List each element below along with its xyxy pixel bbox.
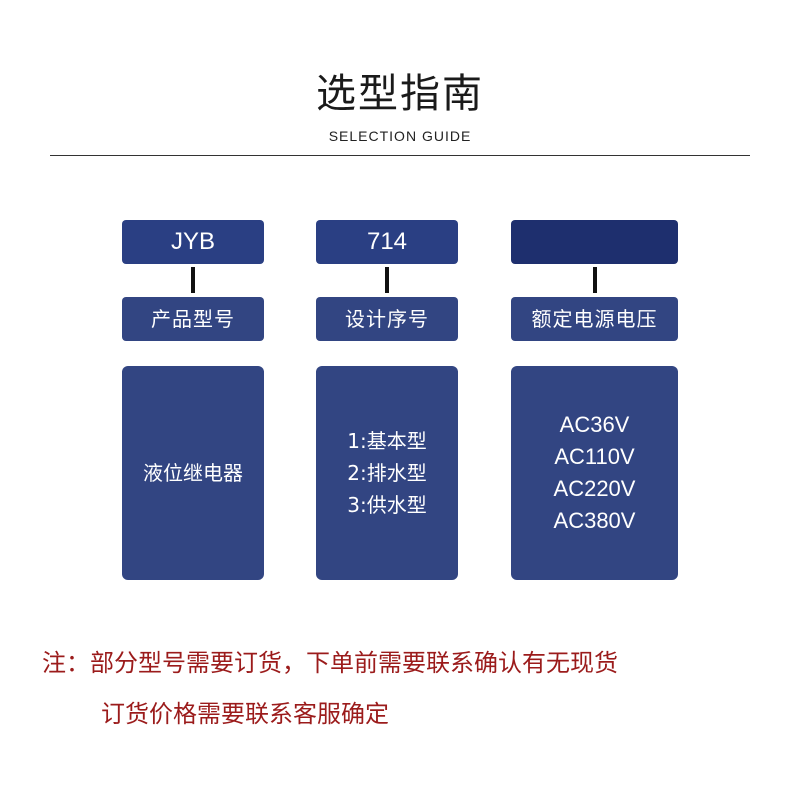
title-divider <box>50 155 750 156</box>
connector-line <box>385 267 389 293</box>
options-box: 液位继电器 <box>122 366 264 580</box>
option-item: AC110V <box>554 444 635 469</box>
options-box: AC36V AC110V AC220V AC380V <box>511 366 678 580</box>
label-box: 额定电源电压 <box>511 297 678 341</box>
connector-line <box>593 267 597 293</box>
label-box: 设计序号 <box>316 297 458 341</box>
code-box <box>511 220 678 264</box>
page-title: 选型指南 <box>316 71 484 117</box>
options-box: 1:基本型 2:排水型 3:供水型 <box>316 366 458 580</box>
option-item: AC36V <box>559 412 630 437</box>
option-item: 1:基本型 <box>347 429 427 453</box>
option-item: AC220V <box>553 476 636 501</box>
option-item: 3:供水型 <box>347 493 427 517</box>
order-note-line-1: 注：部分型号需要订货，下单前需要联系确认有无现货 <box>42 649 618 677</box>
option-item: 2:排水型 <box>347 461 427 485</box>
page-subtitle: SELECTION GUIDE <box>328 128 472 144</box>
code-box: JYB <box>122 220 264 264</box>
label-box: 产品型号 <box>122 297 264 341</box>
code-box: 714 <box>316 220 458 264</box>
connector-line <box>191 267 195 293</box>
option-item: AC380V <box>553 508 636 533</box>
order-note-line-2: 订货价格需要联系客服确定 <box>101 700 389 728</box>
option-item: 液位继电器 <box>143 461 243 485</box>
